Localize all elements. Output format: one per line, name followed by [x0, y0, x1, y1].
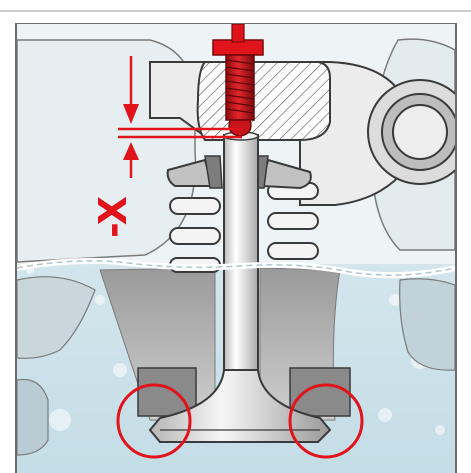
- left-water-jacket: [17, 276, 96, 359]
- arrow-down-icon: [123, 104, 139, 124]
- circle-highlight-icon: [116, 383, 192, 459]
- valve-head: [148, 369, 332, 443]
- retainer-left: [166, 158, 214, 187]
- right-water-jacket: [399, 278, 455, 371]
- retainer-right: [260, 158, 312, 190]
- rocker-shaft-bore: [392, 104, 448, 160]
- left-lower-jacket: [17, 378, 49, 456]
- adjuster-screw: [225, 54, 255, 121]
- screw-thread: [225, 59, 255, 114]
- diagram-content: -X: [17, 24, 455, 473]
- valve-stem: [223, 134, 259, 376]
- circle-highlight-icon: [288, 383, 364, 459]
- valve-seat-right: [289, 367, 351, 417]
- screw-head: [231, 24, 245, 43]
- clearance-label: -X: [91, 196, 135, 238]
- arrow-up-icon: [123, 142, 139, 160]
- cutaway-line-dash: [17, 260, 455, 276]
- collet-left: [204, 155, 223, 189]
- valve-spring: [169, 182, 319, 273]
